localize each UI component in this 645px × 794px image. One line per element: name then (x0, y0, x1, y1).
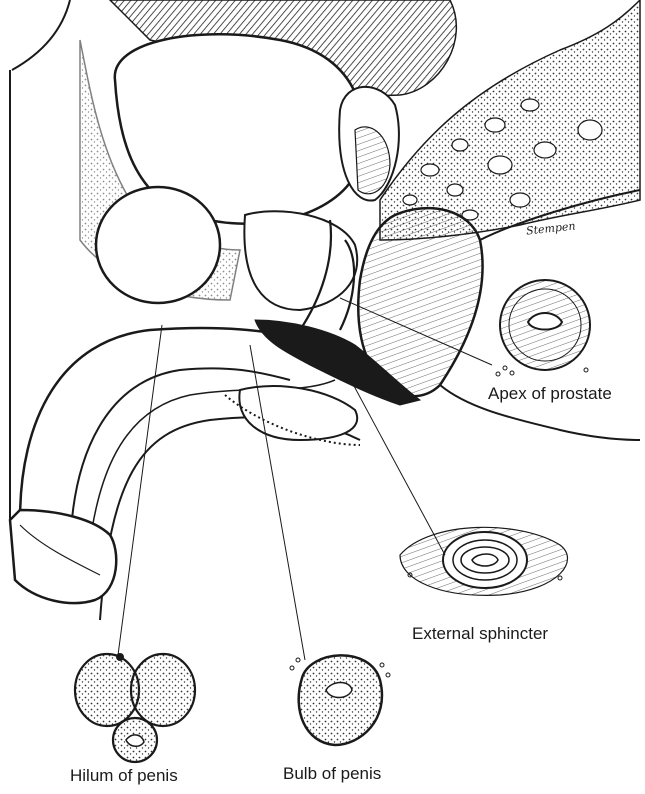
external-sphincter-cross-section (400, 527, 568, 595)
label-hilum-of-penis: Hilum of penis (70, 766, 178, 786)
body-contour (12, 0, 70, 70)
label-external-sphincter: External sphincter (412, 624, 548, 644)
label-bulb-of-penis: Bulb of penis (283, 764, 381, 784)
apex-cross-section (496, 280, 590, 376)
bulb-cross-section (290, 655, 390, 745)
prostate (244, 211, 357, 310)
hilum-cross-section (75, 653, 195, 762)
glans (10, 510, 116, 603)
bulb-outline (239, 386, 357, 440)
pubic-bone-oval (96, 187, 220, 303)
corpus-spongiosum-lower (100, 417, 360, 620)
label-apex-of-prostate: Apex of prostate (488, 384, 612, 404)
